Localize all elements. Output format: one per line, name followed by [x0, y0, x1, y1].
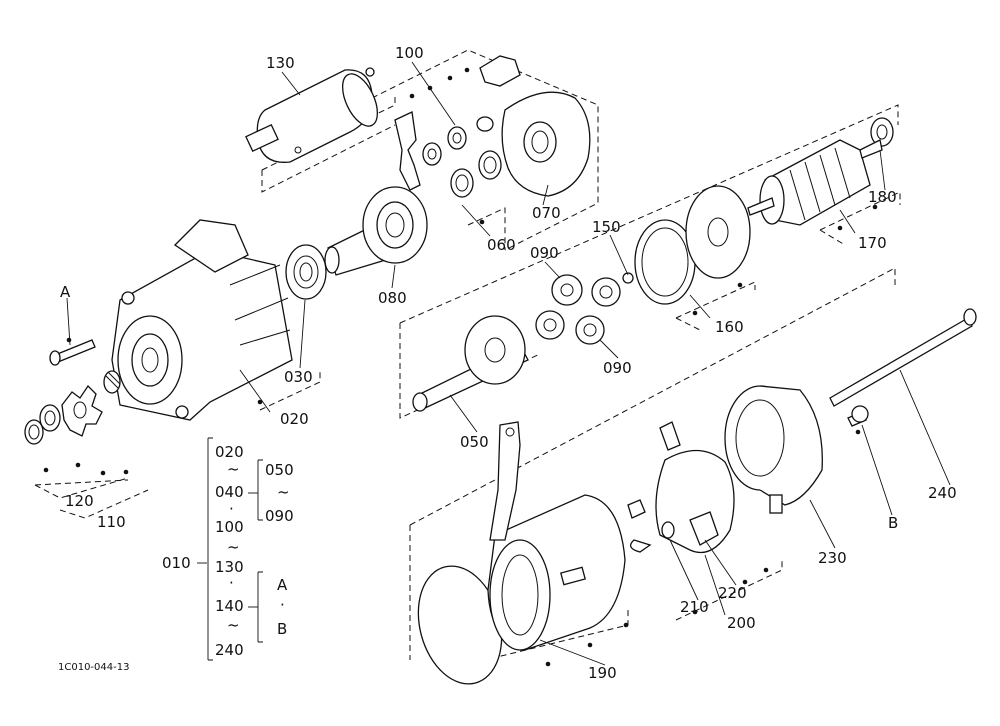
label-180: 180	[868, 188, 897, 206]
key-col2a-2: 090	[265, 507, 294, 525]
end-frame-230	[724, 385, 823, 514]
key-col2b-0: A	[277, 576, 288, 594]
solenoid-130	[245, 67, 378, 163]
label-030: 030	[284, 368, 313, 386]
label-130: 130	[266, 54, 295, 72]
bearing-030	[285, 244, 327, 300]
label-060: 060	[487, 236, 516, 254]
label-150: 150	[592, 218, 621, 236]
label-020: 020	[280, 410, 309, 428]
washers-060	[450, 150, 502, 198]
label-070: 070	[532, 204, 561, 222]
document-code: 1C010-044-13	[58, 662, 129, 673]
label-200: 200	[727, 614, 756, 632]
bracket-070	[501, 91, 591, 197]
key-col1-7: ·	[229, 574, 234, 592]
key-col1-4: 100	[215, 518, 244, 536]
label-160: 160	[715, 318, 744, 336]
clutch-080	[324, 186, 428, 276]
key-col2b-1: ·	[280, 596, 285, 614]
armature-170	[747, 117, 894, 226]
yoke-190	[417, 421, 626, 685]
key-col2a-0: 050	[265, 461, 294, 479]
key-col1-10: 240	[215, 641, 244, 659]
part-labels: 130 100 070 060 080 030 020 A 120 110 15…	[60, 44, 957, 682]
key-col1-3: ·	[229, 500, 234, 518]
key-col1-8: 140	[215, 597, 244, 615]
assembly-key: 010 020 ~ 040 · 100 ~ 130 · 140 ~ 240 05…	[162, 437, 294, 661]
brush-holder-220	[627, 421, 735, 554]
housing-020	[111, 219, 293, 421]
label-220: 220	[718, 584, 747, 602]
label-080: 080	[378, 289, 407, 307]
gear-set-050-090	[412, 272, 634, 412]
label-190: 190	[588, 664, 617, 682]
label-240: 240	[928, 484, 957, 502]
key-root-010: 010	[162, 554, 191, 572]
label-090-bottom: 090	[603, 359, 632, 377]
key-col1-5: ~	[227, 538, 240, 556]
label-090-top: 090	[530, 244, 559, 262]
front-parts-110-120	[24, 339, 121, 445]
label-100: 100	[395, 44, 424, 62]
key-col2b-2: B	[277, 620, 287, 638]
key-col1-9: ~	[227, 616, 240, 634]
reference-dots	[43, 67, 878, 667]
label-B: B	[888, 514, 898, 532]
key-col1-2: 040	[215, 483, 244, 501]
key-col1-6: 130	[215, 558, 244, 576]
leader-lines	[66, 61, 951, 666]
key-col2a-1: ~	[277, 483, 290, 501]
key-col1-0: 020	[215, 443, 244, 461]
key-col1-1: ~	[227, 460, 240, 478]
label-050: 050	[460, 433, 489, 451]
lever-100	[394, 55, 521, 191]
label-110: 110	[97, 513, 126, 531]
label-230: 230	[818, 549, 847, 567]
through-bolt-240	[829, 308, 977, 427]
label-A: A	[60, 283, 71, 301]
label-120: 120	[65, 492, 94, 510]
label-170: 170	[858, 234, 887, 252]
label-210: 210	[680, 598, 709, 616]
internal-gear-160	[634, 185, 751, 305]
